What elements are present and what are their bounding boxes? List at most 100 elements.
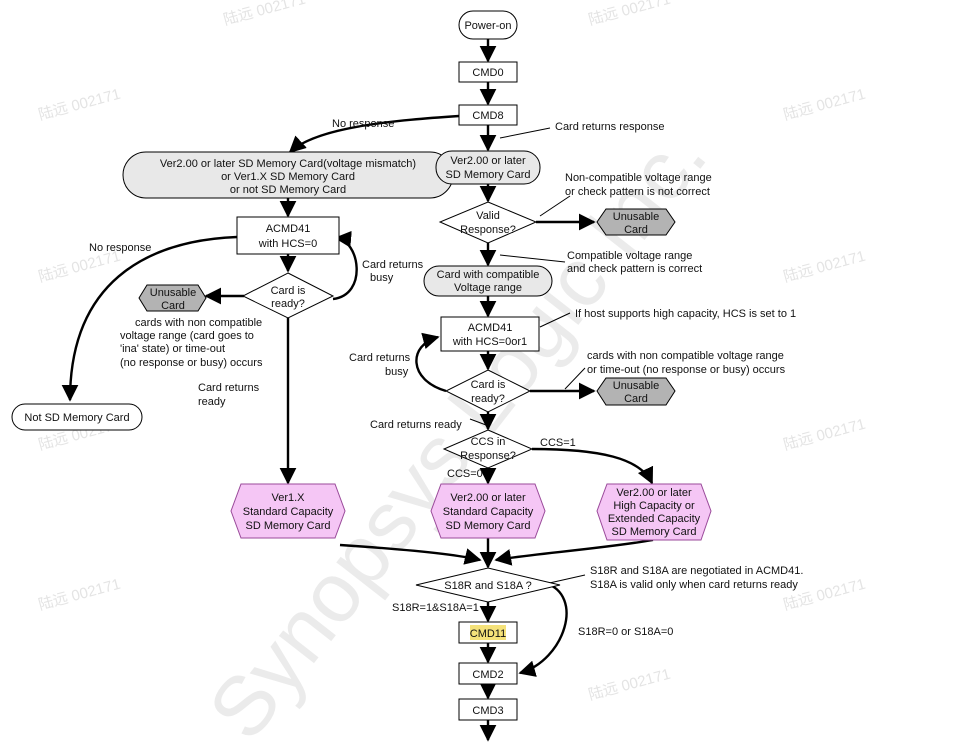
watermark-code: 陆远 002171	[37, 86, 123, 124]
ver1x-standard-capacity-node: Ver1.X Standard Capacity SD Memory Card	[230, 483, 346, 539]
arrow-s18-cmd2	[518, 581, 568, 677]
cmd0-label: CMD0	[472, 67, 503, 79]
cmd2-label: CMD2	[472, 669, 503, 681]
ready-left-decision: Card is ready?	[241, 272, 335, 319]
v1x-line-2: Standard Capacity	[243, 506, 334, 518]
compatible-card-node: Card with compatible Voltage range	[423, 265, 553, 297]
arrow-right-busy-loop	[415, 332, 447, 393]
v2high-line-1: Ver2.00 or later	[616, 487, 692, 499]
labels-layer: No response Card returns response Non-co…	[89, 118, 803, 638]
ready-right-decision: Card is ready?	[444, 369, 532, 413]
ver2-standard-capacity-node: Ver2.00 or later Standard Capacity SD Me…	[430, 483, 546, 539]
ver2-line-1: Ver2.00 or later	[450, 155, 526, 167]
unusable-left-line-2: Card	[161, 300, 185, 312]
acmd41-left-node: ACMD41 with HCS=0	[236, 216, 340, 255]
watermark-code: 陆远 002171	[222, 0, 308, 29]
valid-line-2: Response?	[460, 224, 516, 236]
acmd41-right-line-2: with HCS=0or1	[452, 336, 527, 348]
acmd41-left-line-2: with HCS=0	[258, 238, 317, 250]
v2std-line-2: Standard Capacity	[443, 506, 534, 518]
arrow-high-s18	[494, 538, 654, 566]
label-ready-right: Card returns ready	[370, 419, 462, 431]
acmd41-right-node: ACMD41 with HCS=0or1	[440, 316, 540, 352]
ver2-high-capacity-node: Ver2.00 or later High Capacity or Extend…	[596, 483, 712, 541]
ccs-line-2: Response?	[460, 450, 516, 462]
left-note-4: (no response or busy) occurs	[120, 357, 263, 369]
unusable-card-node-2: Unusable Card	[596, 377, 676, 406]
v2high-line-3: Extended Capacity	[608, 513, 701, 525]
unusable-1-line-1: Unusable	[613, 211, 659, 223]
arrow-left-busy-loop	[332, 230, 358, 301]
v1x-line-3: SD Memory Card	[246, 520, 331, 532]
label-compat-2: and check pattern is correct	[567, 263, 702, 275]
v1x-line-1: Ver1.X	[271, 492, 305, 504]
ready-right-line-1: Card is	[471, 379, 506, 391]
ver1-line-3: or not SD Memory Card	[230, 184, 346, 196]
cmd8-node: CMD8	[458, 104, 518, 126]
label-busy-right-2: busy	[385, 366, 409, 378]
ccs-decision: CCS in Response?	[442, 429, 534, 469]
v2std-line-1: Ver2.00 or later	[450, 492, 526, 504]
v2std-line-3: SD Memory Card	[446, 520, 531, 532]
left-note-3: 'ina' state) or time-out	[120, 343, 225, 355]
compatible-line-2: Voltage range	[454, 282, 522, 294]
annotation-pointers	[469, 127, 586, 585]
watermark-code: 陆远 002171	[782, 248, 868, 286]
cmd11-node: CMD11	[458, 621, 518, 644]
ver1-line-2: or Ver1.X SD Memory Card	[221, 171, 355, 183]
label-ready-left-1: Card returns	[198, 382, 260, 394]
left-note-2: voltage range (card goes to	[120, 330, 254, 342]
label-no-response-cmd8: No response	[332, 118, 394, 130]
power-on-node: Power-on	[458, 10, 518, 40]
ver2-card-node: Ver2.00 or later SD Memory Card	[435, 150, 541, 185]
compatible-line-1: Card with compatible	[437, 269, 540, 281]
unusable-card-node-left: Unusable Card	[138, 284, 207, 312]
label-busy-right-1: Card returns	[349, 352, 411, 364]
cmd2-node: CMD2	[458, 662, 518, 685]
ccs-line-1: CCS in	[471, 436, 506, 448]
watermark-code: 陆远 002171	[587, 666, 673, 704]
watermark-code: 陆远 002171	[782, 416, 868, 454]
unusable-left-line-1: Unusable	[150, 287, 196, 299]
ready-left-line-1: Card is	[271, 285, 306, 297]
watermark-code: 陆远 002171	[587, 0, 673, 29]
label-hcs-note: If host supports high capacity, HCS is s…	[575, 308, 796, 320]
left-note-1: cards with non compatible	[135, 317, 262, 329]
label-no-response-left: No response	[89, 242, 151, 254]
cmd0-node: CMD0	[458, 61, 518, 83]
arrow-v1x-s18	[339, 543, 482, 565]
unusable-2-line-2: Card	[624, 393, 648, 405]
v2high-line-4: SD Memory Card	[612, 526, 697, 538]
label-noncompat-2: or check pattern is not correct	[565, 186, 710, 198]
acmd41-right-line-1: ACMD41	[468, 322, 513, 334]
label-card-returns-response: Card returns response	[555, 121, 664, 133]
unusable-1-line-2: Card	[624, 224, 648, 236]
ready-right-line-2: ready?	[471, 393, 505, 405]
s18-note-2: S18A is valid only when card returns rea…	[590, 579, 798, 591]
label-ready-left-2: ready	[198, 396, 226, 408]
label-ccs1: CCS=1	[540, 437, 576, 449]
right-note-2: or time-out (no response or busy) occurs	[587, 364, 786, 376]
connector-layer	[61, 39, 654, 742]
not-sd-label: Not SD Memory Card	[24, 412, 129, 424]
label-compat-1: Compatible voltage range	[567, 250, 692, 262]
unusable-card-node-1: Unusable Card	[596, 208, 676, 236]
v2high-line-2: High Capacity or	[613, 500, 695, 512]
ver1-or-mismatch-node: Ver2.00 or later SD Memory Card(voltage …	[122, 151, 454, 199]
unusable-2-line-1: Unusable	[613, 380, 659, 392]
power-on-label: Power-on	[464, 20, 511, 32]
watermark-code: 陆远 002171	[37, 576, 123, 614]
label-busy-left-2: busy	[370, 272, 394, 284]
valid-response-decision: Valid Response?	[438, 201, 538, 244]
label-busy-left-1: Card returns	[362, 259, 424, 271]
label-noncompat-1: Non-compatible voltage range	[565, 172, 712, 184]
s18-decision: S18R and S18A ?	[415, 567, 561, 603]
watermark-code: 陆远 002171	[782, 86, 868, 124]
arrow-ccs-high	[531, 447, 654, 485]
cmd8-label: CMD8	[472, 110, 503, 122]
arrow-cmd8-noresponse	[288, 114, 460, 154]
valid-line-1: Valid	[476, 210, 500, 222]
acmd41-left-line-1: ACMD41	[266, 223, 311, 235]
cmd3-label: CMD3	[472, 705, 503, 717]
